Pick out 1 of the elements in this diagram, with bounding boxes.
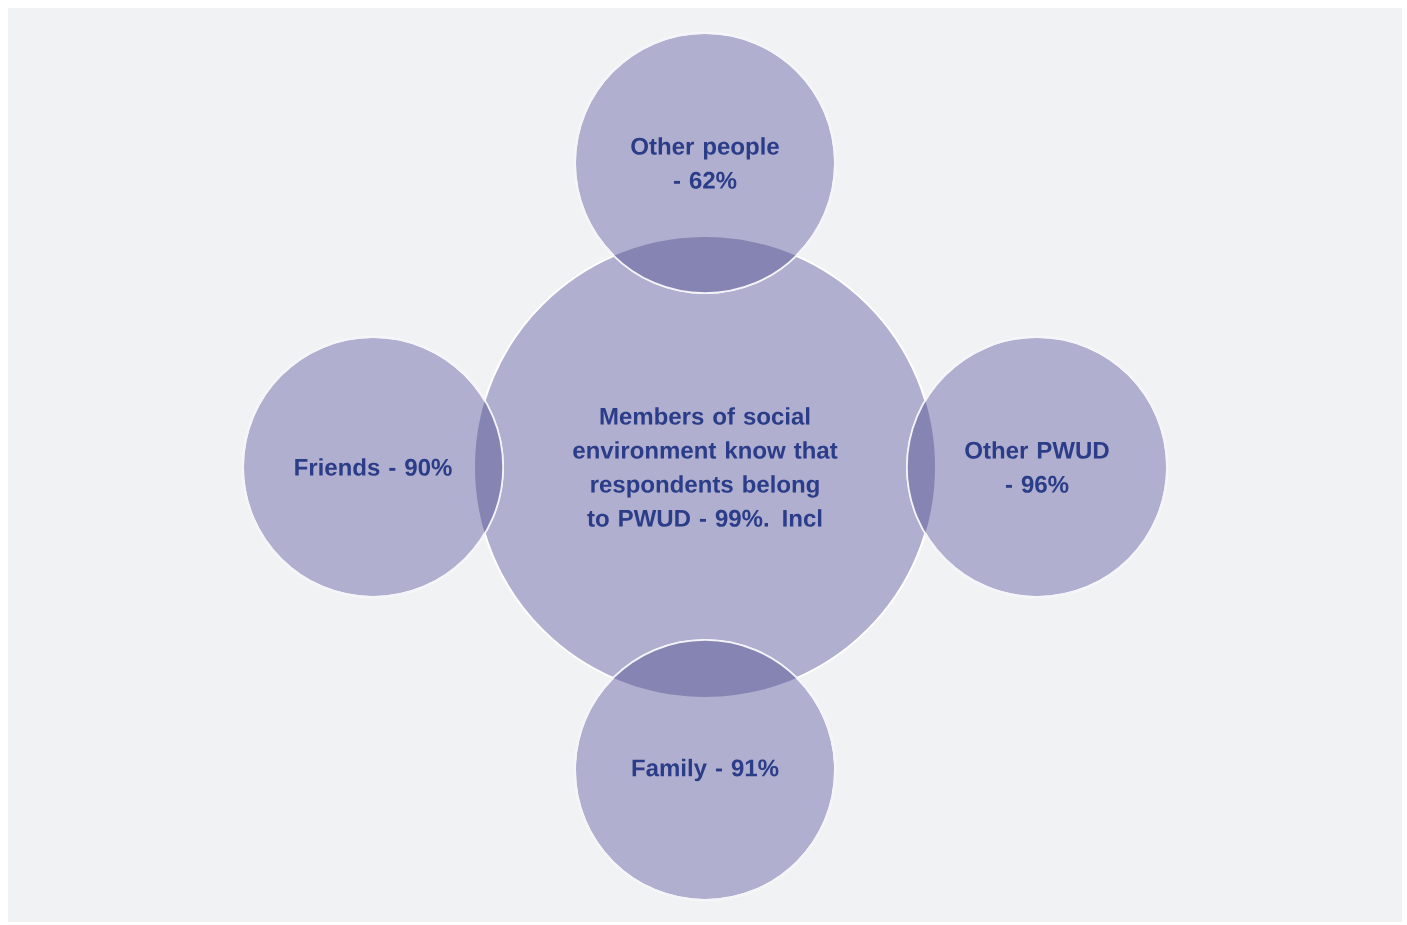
node-label: Family - 91% bbox=[632, 758, 779, 782]
